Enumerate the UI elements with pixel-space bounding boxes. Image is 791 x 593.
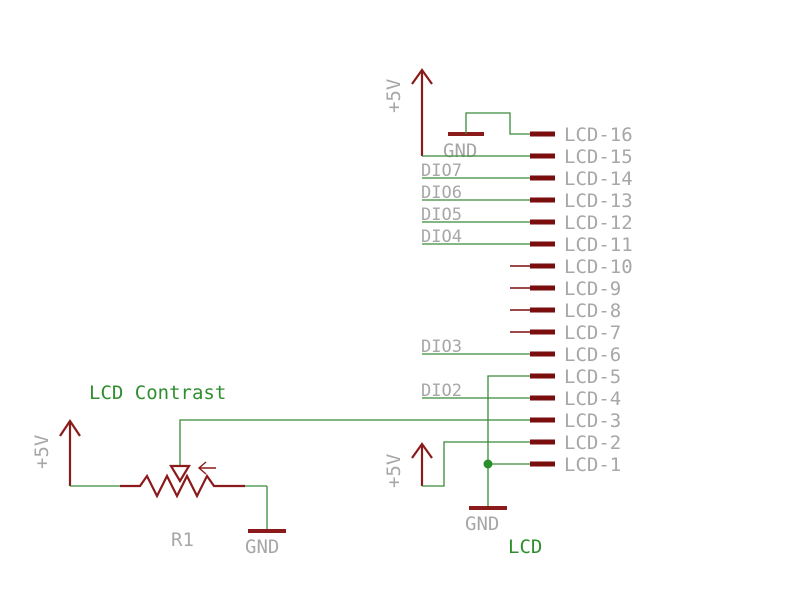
vcc-symbol-lcd (411, 442, 433, 486)
lcd-pin-label: LCD-8 (564, 300, 621, 322)
lcd-pin-label: LCD-2 (564, 432, 621, 454)
lcd-pin-label: LCD-1 (564, 454, 621, 476)
pot-r1 (59, 419, 286, 533)
lcd-pin-label: LCD-7 (564, 322, 621, 344)
net-label-dio5: DIO5 (421, 205, 462, 225)
net-label-dio2: DIO2 (421, 381, 462, 401)
lcd-pin-label: LCD-4 (564, 388, 621, 410)
lcd-pin-label: LCD-3 (564, 410, 621, 432)
vcc-symbol-top (411, 68, 433, 156)
wire-lcd2 (422, 441, 530, 487)
lcd-pin-label: LCD-5 (564, 366, 621, 388)
net-label-dio6: DIO6 (421, 183, 462, 203)
wire-contrast (179, 419, 530, 466)
nc-stubs (510, 265, 530, 333)
vcc-label-lcd: +5V (383, 454, 405, 488)
wires-top (422, 112, 530, 157)
wires-gnd-lcd (483, 375, 530, 508)
vcc-label-top: +5V (383, 79, 405, 113)
lcd-pin-label: LCD-10 (564, 256, 633, 278)
lcd-pin-label: LCD-14 (564, 168, 633, 190)
net-label-dio7: DIO7 (421, 161, 462, 181)
junction-dot (483, 459, 493, 469)
net-label-dio4: DIO4 (421, 227, 462, 247)
lcd-pin-label: LCD-11 (564, 234, 633, 256)
gnd-label-pot: GND (245, 536, 279, 558)
pot-name: R1 (171, 529, 194, 551)
lcd-pin-label: LCD-15 (564, 146, 633, 168)
lcd-pins (530, 131, 555, 467)
lcd-pin-label: LCD-9 (564, 278, 621, 300)
lcd-pin-label: LCD-12 (564, 212, 633, 234)
gnd-label-lcd: GND (465, 513, 499, 535)
dio-wires (422, 177, 530, 399)
gnd-label-top: GND (443, 140, 477, 162)
net-label-dio3: DIO3 (421, 337, 462, 357)
lcd-name: LCD (508, 536, 542, 558)
lcd-pin-label: LCD-16 (564, 124, 633, 146)
lcd-pin-label: LCD-6 (564, 344, 621, 366)
vcc-label-pot: +5V (31, 435, 53, 469)
contrast-title: LCD Contrast (89, 382, 226, 404)
lcd-pin-label: LCD-13 (564, 190, 633, 212)
